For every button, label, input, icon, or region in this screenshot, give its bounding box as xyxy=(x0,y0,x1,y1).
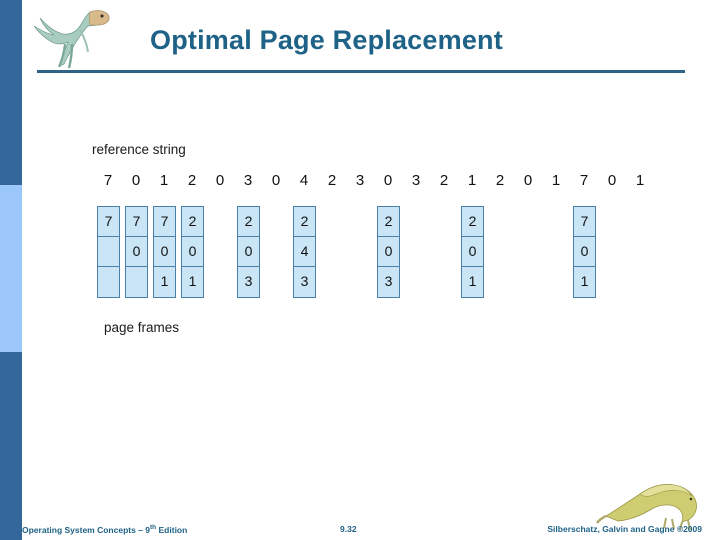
page-frame-column: 7 xyxy=(97,206,120,298)
footer-edition-main: Operating System Concepts – 9 xyxy=(22,524,151,535)
dinosaur-mascot-icon xyxy=(33,10,110,69)
left-decorative-rail xyxy=(0,0,22,540)
reference-string-digit: 7 xyxy=(579,172,589,189)
page-frame-cell: 3 xyxy=(378,267,399,297)
footer-edition-suffix: Edition xyxy=(156,524,188,535)
page-frame-cell: 2 xyxy=(462,207,483,237)
page-frame-cell: 7 xyxy=(154,207,175,237)
reference-string-digit: 2 xyxy=(495,172,505,189)
page-frame-cell: 4 xyxy=(294,237,315,267)
page-frame-cell: 0 xyxy=(462,237,483,267)
reference-string-digit: 1 xyxy=(467,172,477,189)
reference-string-digit: 3 xyxy=(355,172,365,189)
reference-string-digit: 1 xyxy=(551,172,561,189)
page-frame-cell: 1 xyxy=(154,267,175,297)
page-frame-cell: 3 xyxy=(238,267,259,297)
page-frame-cell: 2 xyxy=(294,207,315,237)
page-frame-cell: 1 xyxy=(182,267,203,297)
reference-string-digit: 2 xyxy=(187,172,197,189)
reference-string-digit: 0 xyxy=(523,172,533,189)
reference-string-digit: 4 xyxy=(299,172,309,189)
page-frame-cell: 0 xyxy=(182,237,203,267)
reference-string-digit: 1 xyxy=(635,172,645,189)
slide-title: Optimal Page Replacement xyxy=(150,25,503,55)
page-frame-cell: 7 xyxy=(574,207,595,237)
reference-string-digit: 3 xyxy=(243,172,253,189)
page-frame-cell xyxy=(98,267,119,297)
reference-string-digit: 0 xyxy=(131,172,141,189)
title-underline-rule xyxy=(37,70,685,73)
rail-segment-bottom xyxy=(0,352,22,540)
page-frame-cell: 0 xyxy=(154,237,175,267)
footer-edition-ordinal: th xyxy=(150,524,157,531)
footer-edition-text: Operating System Concepts – 9th Edition xyxy=(22,524,187,535)
reference-string-digit: 7 xyxy=(103,172,113,189)
footer-page-number: 9.32 xyxy=(340,524,357,534)
page-frame-cell: 0 xyxy=(126,237,147,267)
reference-string-row: 7 0 1 2 0 3 0 4 2 3 0 3 2 1 2 0 1 7 0 1 xyxy=(90,170,655,192)
reference-string-label: reference string xyxy=(92,142,186,157)
page-frame-cell: 1 xyxy=(574,267,595,297)
page-frame-cell: 7 xyxy=(98,207,119,237)
dinosaur-footer-icon xyxy=(596,484,697,531)
reference-string-digit: 0 xyxy=(607,172,617,189)
page-frame-cell: 7 xyxy=(126,207,147,237)
page-frame-cell: 0 xyxy=(238,237,259,267)
rail-segment-middle xyxy=(0,185,22,352)
page-frame-cell: 3 xyxy=(294,267,315,297)
reference-string-digit: 3 xyxy=(411,172,421,189)
page-frame-cell: 0 xyxy=(574,237,595,267)
page-frame-cell: 2 xyxy=(238,207,259,237)
reference-string-digit: 2 xyxy=(439,172,449,189)
page-frame-cell: 1 xyxy=(462,267,483,297)
footer-copyright: Silberschatz, Galvin and Gagne ©2009 xyxy=(547,524,702,534)
reference-string-digit: 0 xyxy=(271,172,281,189)
page-frame-cell xyxy=(98,237,119,267)
rail-segment-top xyxy=(0,0,22,185)
reference-string-digit: 2 xyxy=(327,172,337,189)
reference-string-digit: 0 xyxy=(383,172,393,189)
page-frame-cell xyxy=(126,267,147,297)
page-frame-cell: 0 xyxy=(378,237,399,267)
page-frame-cell: 2 xyxy=(182,207,203,237)
reference-string-digit: 1 xyxy=(159,172,169,189)
reference-string-digit: 0 xyxy=(215,172,225,189)
page-frames-label: page frames xyxy=(104,320,180,335)
page-frame-cell: 2 xyxy=(378,207,399,237)
